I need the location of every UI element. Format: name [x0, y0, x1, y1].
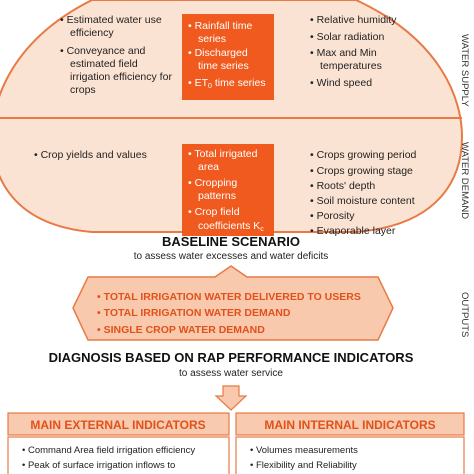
supply-right-list: • Relative humidity • Solar radiation • … [310, 14, 397, 89]
demand-center-line: patterns [198, 190, 236, 202]
supply-left-line: irrigation efficiency for [70, 71, 172, 83]
diagnosis-subtitle: to assess water service [179, 368, 283, 379]
demand-right-line: • Soil moisture content [310, 195, 415, 207]
demand-right-line: • Porosity [310, 210, 355, 222]
internal-indicator-item: • Flexibility and Reliability [250, 460, 357, 471]
external-indicators-body [7, 436, 230, 474]
demand-center-line: area [198, 161, 219, 173]
demand-center-line: • Crop field [188, 206, 240, 218]
outputs-arrow-box [72, 265, 394, 341]
internal-indicators-header [235, 412, 465, 436]
supply-right-line: • Max and Min [310, 47, 377, 59]
output-item: • SINGLE CROP WATER DEMAND [97, 324, 265, 336]
supply-right-line: • Solar radiation [310, 31, 384, 43]
supply-left-line: • Estimated water use [60, 14, 162, 26]
baseline-subtitle: to assess water excesses and water defic… [134, 251, 329, 262]
external-indicator-item: • Command Area field irrigation efficien… [22, 445, 195, 456]
water-supply-side-label: WATER SUPPLY [459, 34, 470, 107]
demand-right-line: • Crops growing period [310, 149, 417, 161]
demand-left-list: • Crop yields and values [34, 149, 147, 161]
outputs-side-label: OUTPUTS [459, 292, 470, 337]
internal-indicator-item: • Volumes measurements [250, 445, 358, 456]
supply-right-line: • Relative humidity [310, 14, 397, 26]
supply-center-line: • Discharged [188, 47, 248, 59]
supply-center-box [182, 14, 274, 100]
supply-left-line: • Conveyance and [60, 45, 146, 57]
supply-center-list: • Rainfall time series • Discharged time… [188, 20, 266, 90]
supply-center-line: • Rainfall time [188, 20, 253, 32]
demand-right-list: • Crops growing period • Crops growing s… [310, 149, 417, 237]
supply-left-list: • Estimated water use efficiency • Conve… [60, 14, 172, 96]
down-arrow [214, 385, 248, 411]
demand-center-line: • Cropping [188, 177, 237, 189]
output-item: • TOTAL IRRIGATION WATER DELIVERED TO US… [97, 291, 361, 303]
output-item: • TOTAL IRRIGATION WATER DEMAND [97, 307, 291, 319]
external-indicator-item: • Peak of surface irrigation inflows to [22, 460, 175, 471]
internal-indicators-title: MAIN INTERNAL INDICATORS [264, 418, 435, 432]
supply-center-line: series [198, 33, 226, 45]
supply-left-line: efficiency [70, 27, 114, 39]
baseline-title: BASELINE SCENARIO [162, 234, 300, 249]
demand-left-line: • Crop yields and values [34, 149, 147, 161]
internal-indicators-body [235, 436, 465, 474]
supply-left-line: estimated field [70, 58, 138, 70]
demand-center-line: coefficients Kc [198, 220, 264, 233]
supply-right-line: • Wind speed [310, 77, 372, 89]
supply-center-line: • ET0 time series [188, 77, 266, 90]
water-demand-side-label: WATER DEMAND [459, 142, 470, 219]
supply-center-line: time series [198, 60, 249, 72]
demand-center-list: • Total irrigated area • Cropping patter… [188, 148, 264, 233]
outputs-list: • TOTAL IRRIGATION WATER DELIVERED TO US… [97, 291, 361, 336]
demand-center-box [182, 144, 274, 236]
supply-left-line: crops [70, 84, 96, 96]
demand-center-line: • Total irrigated [188, 148, 258, 160]
scenario-ellipse [0, 0, 464, 233]
supply-right-line: temperatures [320, 60, 382, 72]
external-indicators-header [7, 412, 230, 436]
demand-right-line: • Evaporable layer [310, 225, 396, 237]
demand-right-line: • Crops growing stage [310, 165, 413, 177]
external-indicators-title: MAIN EXTERNAL INDICATORS [30, 418, 205, 432]
demand-right-line: • Roots' depth [310, 180, 375, 192]
diagnosis-title: DIAGNOSIS BASED ON RAP PERFORMANCE INDIC… [49, 350, 414, 365]
